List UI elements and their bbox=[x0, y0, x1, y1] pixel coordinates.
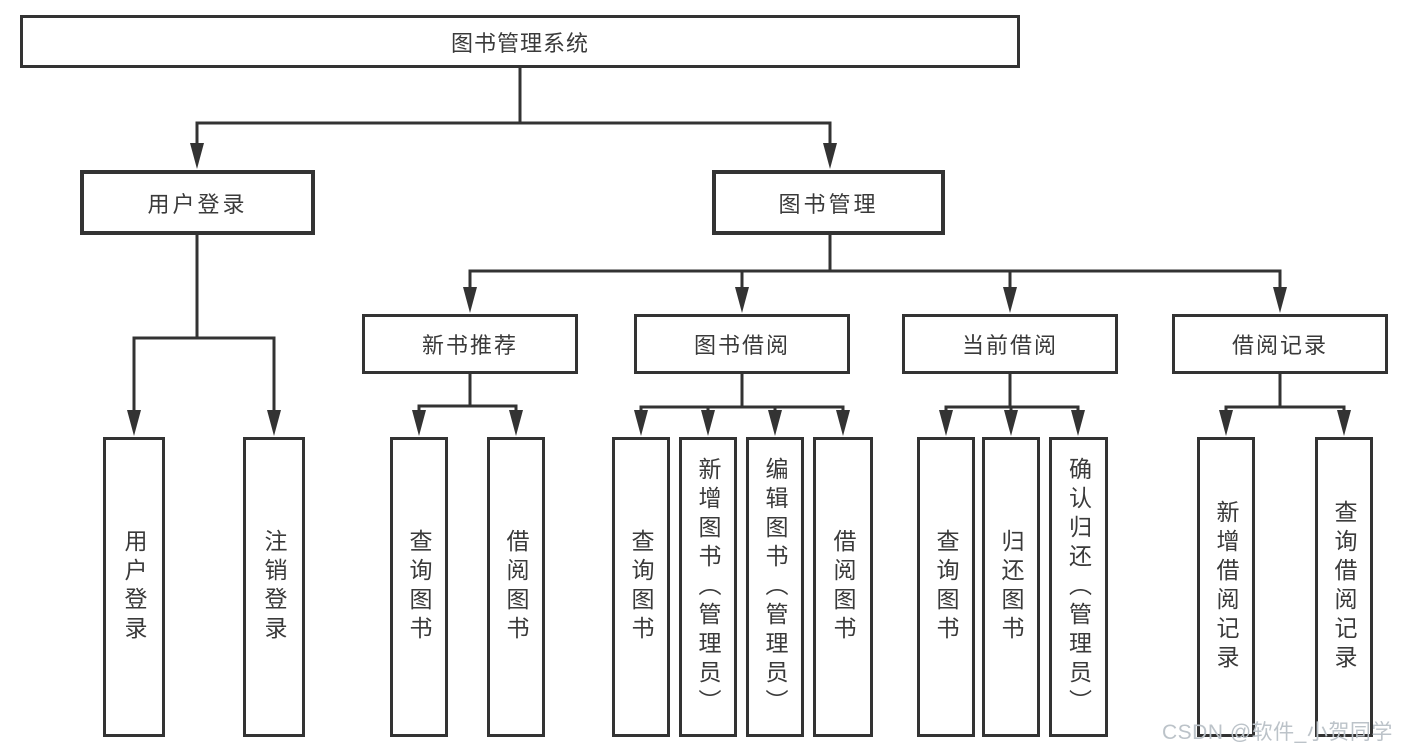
leaf-current-confirm-return-admin: 确认归还（管理员） bbox=[1049, 437, 1108, 737]
leaf-records-add-record: 新增借阅记录 bbox=[1197, 437, 1255, 737]
arrow-icon bbox=[823, 143, 837, 169]
arrow-icon bbox=[735, 287, 749, 313]
leaf-newbooks-borrow-books: 借阅图书 bbox=[487, 437, 545, 737]
leaf-current-query-books: 查询图书 bbox=[917, 437, 975, 737]
leaf-logout-login: 注销登录 bbox=[243, 437, 305, 737]
node-borrowing-records: 借阅记录 bbox=[1172, 314, 1388, 374]
node-new-book-recommendation: 新书推荐 bbox=[362, 314, 578, 374]
arrow-icon bbox=[1004, 410, 1018, 436]
arrow-icon bbox=[463, 287, 477, 313]
connector-borrowing-to-leaves bbox=[639, 372, 845, 415]
node-root: 图书管理系统 bbox=[20, 15, 1020, 68]
node-book-management: 图书管理 bbox=[712, 170, 945, 235]
arrow-icon bbox=[190, 143, 204, 169]
leaf-records-query-record: 查询借阅记录 bbox=[1315, 437, 1373, 737]
leaf-current-return-books: 归还图书 bbox=[982, 437, 1040, 737]
connector-records-to-leaves bbox=[1224, 372, 1346, 415]
leaf-borrowing-query-books: 查询图书 bbox=[612, 437, 670, 737]
arrow-icon bbox=[1337, 410, 1351, 436]
connector-userlogin-to-leaves bbox=[132, 233, 276, 415]
connector-current-to-leaves bbox=[944, 372, 1080, 415]
connector-bookmgmt-to-level3 bbox=[468, 233, 1282, 292]
leaf-newbooks-query-books: 查询图书 bbox=[390, 437, 448, 737]
leaf-borrowing-edit-books-admin: 编辑图书（管理员） bbox=[746, 437, 804, 737]
arrow-icon bbox=[1071, 410, 1085, 436]
arrow-icon bbox=[127, 410, 141, 436]
arrow-icon bbox=[768, 410, 782, 436]
arrow-icon bbox=[1219, 410, 1233, 436]
arrow-icon bbox=[701, 410, 715, 436]
node-user-login: 用户登录 bbox=[80, 170, 315, 235]
watermark-text: CSDN @软件_小贺同学 bbox=[1162, 721, 1393, 744]
arrow-icon bbox=[1003, 287, 1017, 313]
arrowheads bbox=[127, 143, 1351, 436]
leaf-user-login: 用户登录 bbox=[103, 437, 165, 737]
connector-root-to-level2 bbox=[195, 66, 832, 148]
arrow-icon bbox=[509, 410, 523, 436]
arrow-icon bbox=[836, 410, 850, 436]
arrow-icon bbox=[267, 410, 281, 436]
leaf-borrowing-add-books-admin: 新增图书（管理员） bbox=[679, 437, 737, 737]
arrow-icon bbox=[634, 410, 648, 436]
leaf-borrowing-borrow-books: 借阅图书 bbox=[813, 437, 873, 737]
arrow-icon bbox=[412, 410, 426, 436]
node-current-borrowing: 当前借阅 bbox=[902, 314, 1118, 374]
node-book-borrowing: 图书借阅 bbox=[634, 314, 850, 374]
connector-newbooks-to-leaves bbox=[417, 372, 518, 415]
arrow-icon bbox=[939, 410, 953, 436]
arrow-icon bbox=[1273, 287, 1287, 313]
